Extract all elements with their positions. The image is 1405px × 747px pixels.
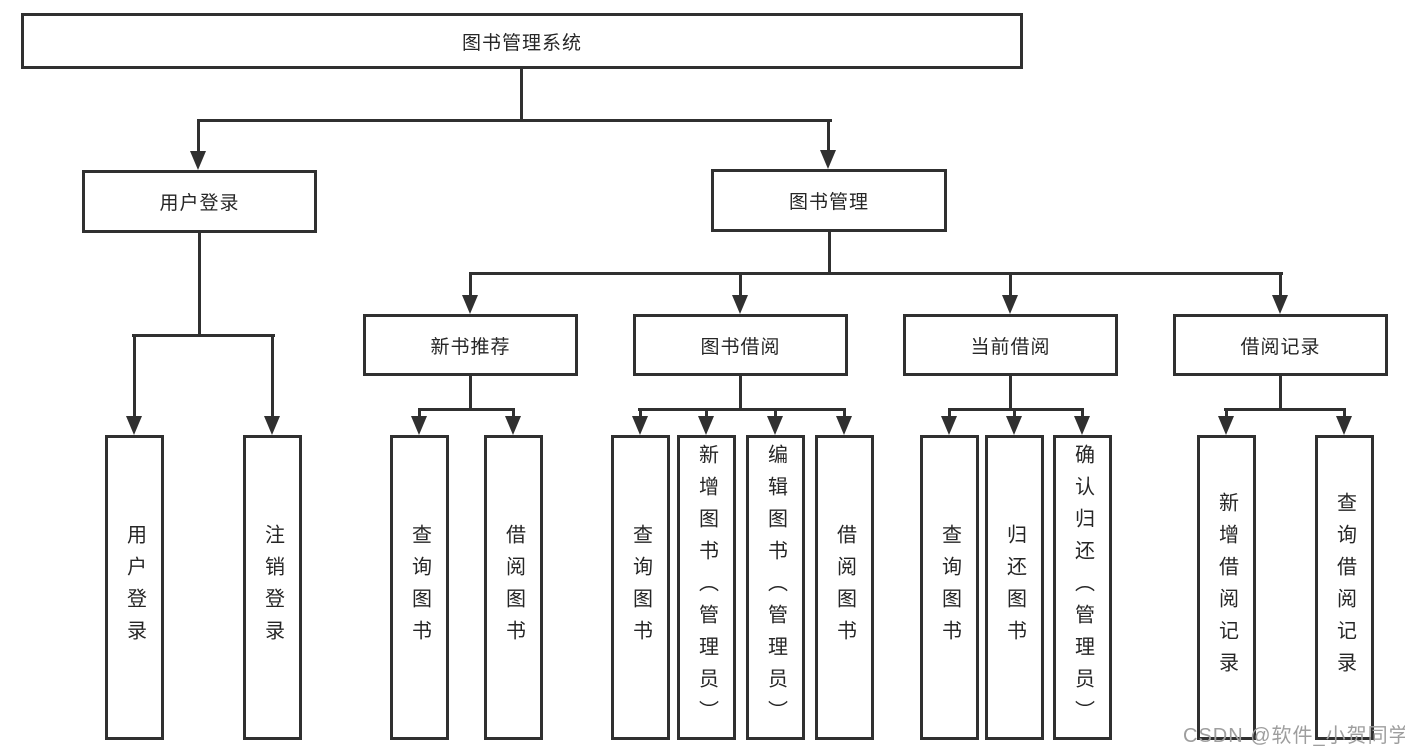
connector-recommend-split [418,408,515,411]
connector-login-child1-shaft [133,334,136,418]
node-new-book-recommend-label: 新书推荐 [430,336,511,358]
node-book-management: 图书管理 [711,169,947,232]
connector-login-child2-shaft [271,334,274,418]
arrow-down-icon [836,416,852,435]
node-current-borrow: 当前借阅 [903,314,1118,376]
connector-mgmt-child4-shaft [1279,272,1282,298]
connector-shaft [774,408,777,418]
leaf-borrow-books-recommend: 借阅图书 [484,435,543,740]
arrow-down-icon [820,150,836,169]
connector-root-to-login-shaft [197,119,200,152]
connector-shaft [1081,408,1084,418]
connector-shaft [705,408,708,418]
arrow-down-icon [264,416,280,435]
node-root: 图书管理系统 [21,13,1023,69]
csdn-watermark: CSDN @软件_小贺同学 [1183,725,1405,747]
connector-login-stem [198,233,201,336]
connector-shaft [639,408,642,418]
connector-current-split [948,408,1084,411]
arrow-down-icon [411,416,427,435]
leaf-add-borrow-record: 新增借阅记录 [1197,435,1256,740]
leaf-logout-login: 注销登录 [243,435,302,740]
connector-mgmt-stem [828,232,831,275]
arrow-down-icon [1006,416,1022,435]
leaf-query-books-borrow: 查询图书 [611,435,670,740]
node-current-borrow-label: 当前借阅 [970,336,1051,358]
connector-shaft [512,408,515,418]
leaf-add-books-admin: 新增图书（管理员） [677,435,736,740]
arrow-down-icon [732,295,748,314]
leaf-user-login-label: 用户登录 [123,523,146,652]
leaf-query-books-recommend: 查询图书 [390,435,449,740]
connector-shaft [948,408,951,418]
connector-mgmt-child1-shaft [469,272,472,298]
leaf-query-books-recommend-label: 查询图书 [408,523,431,652]
arrow-down-icon [126,416,142,435]
arrow-down-icon [941,416,957,435]
leaf-query-borrow-record: 查询借阅记录 [1315,435,1374,740]
connector-borrow-stem [739,376,742,410]
leaf-borrow-books-label: 借阅图书 [833,523,856,652]
connector-records-stem [1279,376,1282,410]
arrow-down-icon [632,416,648,435]
leaf-return-books: 归还图书 [985,435,1044,740]
arrow-down-icon [767,416,783,435]
connector-root-split [197,119,832,122]
node-book-borrow-label: 图书借阅 [700,336,781,358]
connector-root-stem [520,69,523,121]
connector-borrow-split [638,408,846,411]
connector-login-split [132,334,275,337]
arrow-down-icon [1002,295,1018,314]
leaf-user-login: 用户登录 [105,435,164,740]
leaf-query-books-current-label: 查询图书 [938,523,961,652]
arrow-down-icon [698,416,714,435]
connector-root-to-mgmt-shaft [827,119,830,152]
connector-recommend-stem [469,376,472,410]
leaf-logout-login-label: 注销登录 [261,523,284,652]
connector-shaft [1013,408,1016,418]
arrow-down-icon [462,295,478,314]
leaf-edit-books-admin: 编辑图书（管理员） [746,435,805,740]
arrow-down-icon [1336,416,1352,435]
leaf-borrow-books: 借阅图书 [815,435,874,740]
connector-shaft [1343,408,1346,418]
leaf-add-books-admin-label: 新增图书（管理员） [695,443,718,732]
arrow-down-icon [1074,416,1090,435]
arrow-down-icon [1218,416,1234,435]
connector-shaft [1225,408,1228,418]
leaf-edit-books-admin-label: 编辑图书（管理员） [764,443,787,732]
node-root-label: 图书管理系统 [461,32,582,54]
connector-mgmt-split [469,272,1283,275]
leaf-query-borrow-record-label: 查询借阅记录 [1333,491,1356,684]
node-book-borrow: 图书借阅 [633,314,848,376]
leaf-borrow-books-recommend-label: 借阅图书 [502,523,525,652]
node-borrow-records-label: 借阅记录 [1240,336,1321,358]
node-borrow-records: 借阅记录 [1173,314,1388,376]
connector-current-stem [1009,376,1012,410]
node-new-book-recommend: 新书推荐 [363,314,578,376]
leaf-confirm-return-admin: 确认归还（管理员） [1053,435,1112,740]
connector-shaft [843,408,846,418]
node-user-login: 用户登录 [82,170,317,233]
arrow-down-icon [505,416,521,435]
arrow-down-icon [190,151,206,170]
connector-mgmt-child3-shaft [1009,272,1012,298]
leaf-return-books-label: 归还图书 [1003,523,1026,652]
node-book-management-label: 图书管理 [788,192,869,213]
leaf-query-books-borrow-label: 查询图书 [629,523,652,652]
connector-mgmt-child2-shaft [739,272,742,298]
leaf-query-books-current: 查询图书 [920,435,979,740]
connector-shaft [418,408,421,418]
arrow-down-icon [1272,295,1288,314]
node-user-login-label: 用户登录 [159,193,240,214]
leaf-add-borrow-record-label: 新增借阅记录 [1215,491,1238,684]
connector-records-split [1224,408,1346,411]
leaf-confirm-return-admin-label: 确认归还（管理员） [1071,443,1094,732]
